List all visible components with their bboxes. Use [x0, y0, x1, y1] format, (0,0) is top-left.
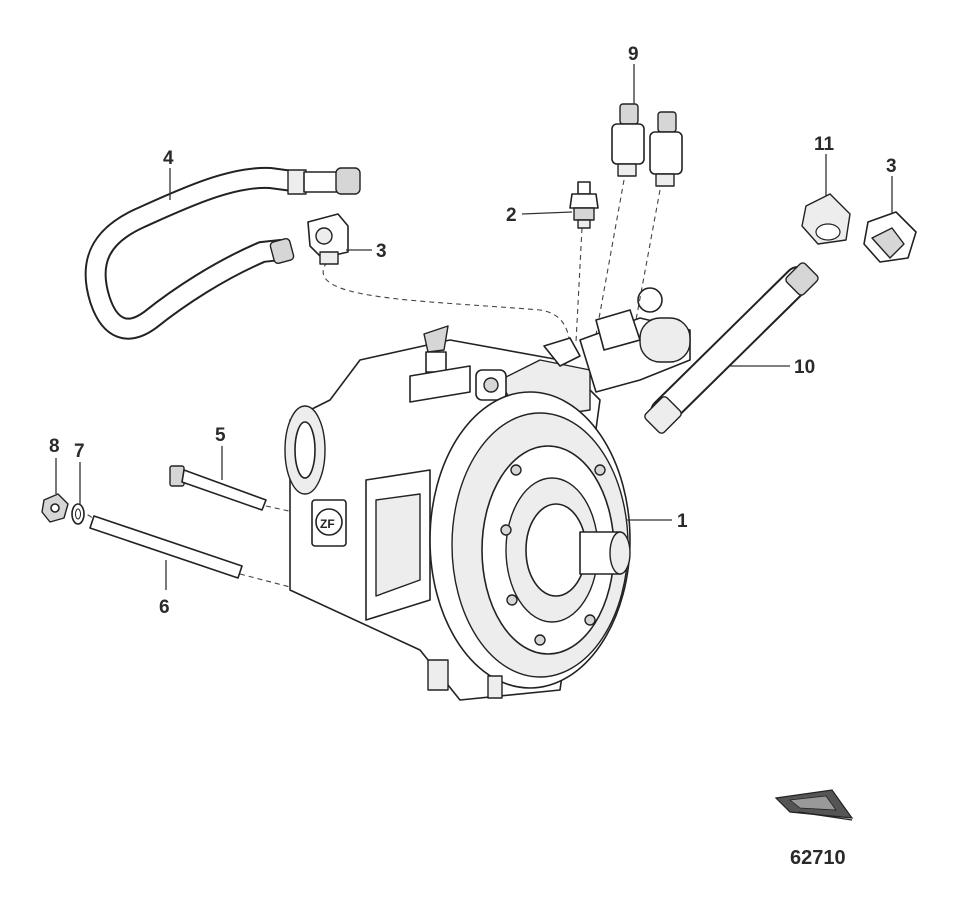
sender-part-2: [569, 181, 599, 229]
elbow-fitting-part-3-right: [863, 211, 917, 263]
callout-3-right: 3: [886, 156, 897, 177]
callout-1: 1: [677, 511, 688, 532]
callout-labels: 1 2 3 3 4 5 6 7 8 9 10 11: [49, 44, 897, 618]
callout-11: 11: [814, 134, 835, 155]
boat-icon: [774, 789, 854, 821]
bolt-part-5: [169, 465, 267, 511]
callout-3-left: 3: [376, 241, 387, 262]
callout-10: 10: [794, 357, 815, 378]
callout-5: 5: [215, 425, 226, 446]
pressure-switches-part-9: [611, 103, 683, 187]
callout-4: 4: [163, 148, 174, 169]
cap-part-11: [801, 193, 851, 245]
hose-part-4: [84, 166, 361, 340]
leader-lines: [55, 64, 893, 590]
callout-7: 7: [74, 441, 85, 462]
figure-id: 62710: [790, 847, 846, 869]
callout-8: 8: [49, 436, 60, 457]
callout-9: 9: [628, 44, 639, 65]
svg-text:ZF: ZF: [320, 517, 335, 531]
nut-part-8: [41, 493, 69, 523]
tube-part-10: [644, 262, 819, 434]
stud-part-6: [89, 515, 243, 579]
callout-6: 6: [159, 597, 170, 618]
callout-2: 2: [506, 205, 517, 226]
washer-part-7: [71, 503, 85, 525]
transmission-part-1: ZF: [284, 287, 691, 701]
elbow-fitting-part-3: [307, 213, 349, 265]
